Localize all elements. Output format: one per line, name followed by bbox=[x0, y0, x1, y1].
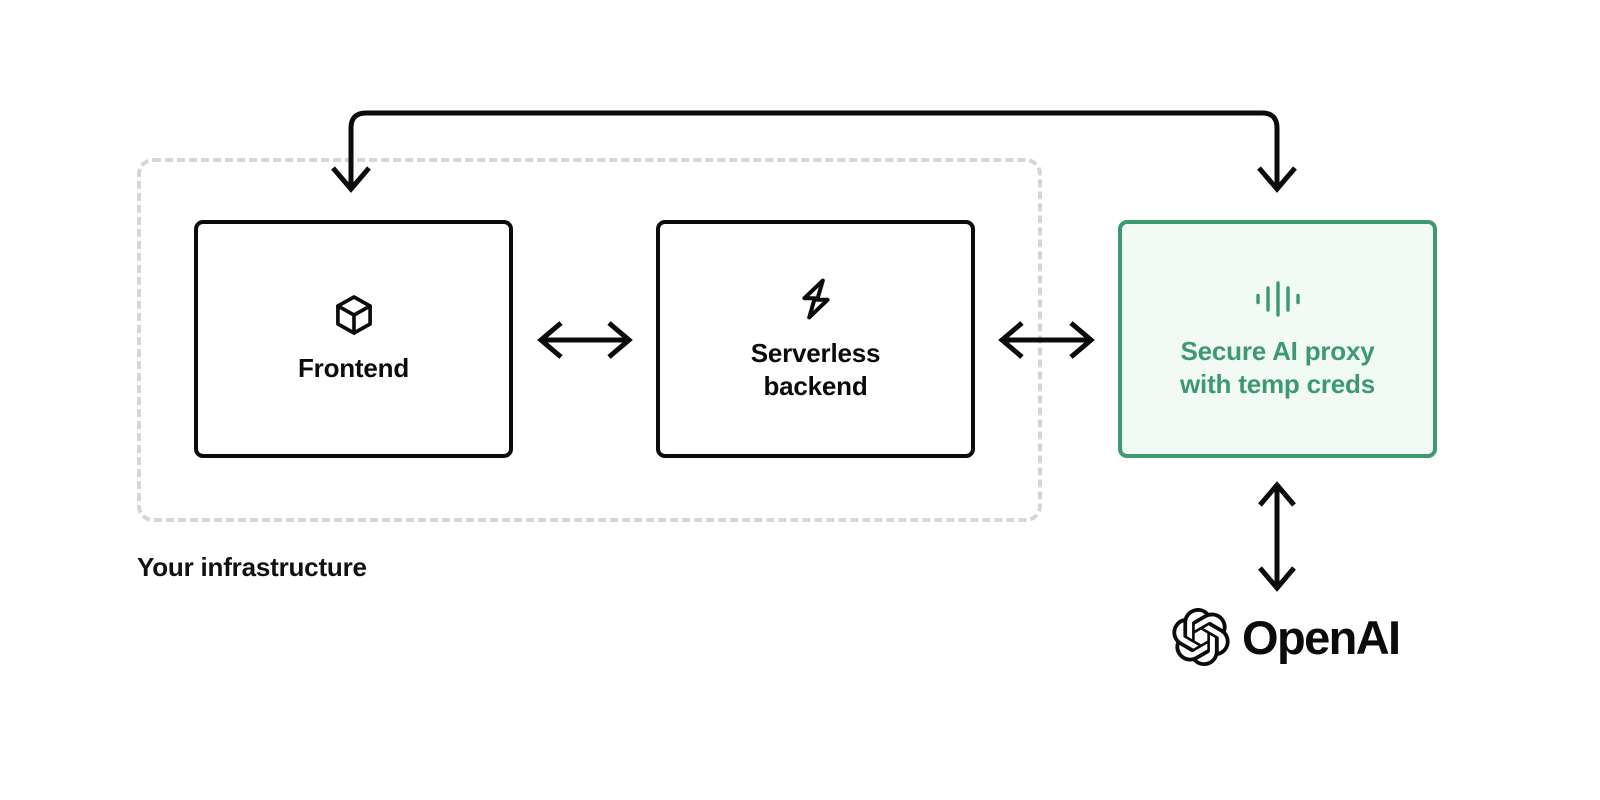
node-secure-ai-proxy[interactable]: Secure AI proxy with temp creds bbox=[1118, 220, 1437, 458]
node-frontend-label: Frontend bbox=[297, 353, 410, 384]
cube-icon bbox=[331, 292, 377, 338]
node-serverless-backend[interactable]: Serverless backend bbox=[656, 220, 975, 458]
connector-proxy-openai bbox=[1258, 481, 1296, 592]
openai-logo-icon bbox=[1172, 608, 1230, 667]
audio-waveform-icon bbox=[1253, 277, 1303, 321]
node-secure-ai-proxy-label: Secure AI proxy with temp creds bbox=[1180, 335, 1375, 399]
your-infrastructure-label: Your infrastructure bbox=[137, 552, 367, 582]
openai-lockup: OpenAI bbox=[1172, 608, 1401, 667]
lightning-bolt-icon bbox=[792, 275, 840, 323]
node-frontend[interactable]: Frontend bbox=[194, 220, 513, 458]
openai-wordmark: OpenAI bbox=[1242, 610, 1401, 664]
node-serverless-backend-label: Serverless backend bbox=[750, 337, 881, 401]
